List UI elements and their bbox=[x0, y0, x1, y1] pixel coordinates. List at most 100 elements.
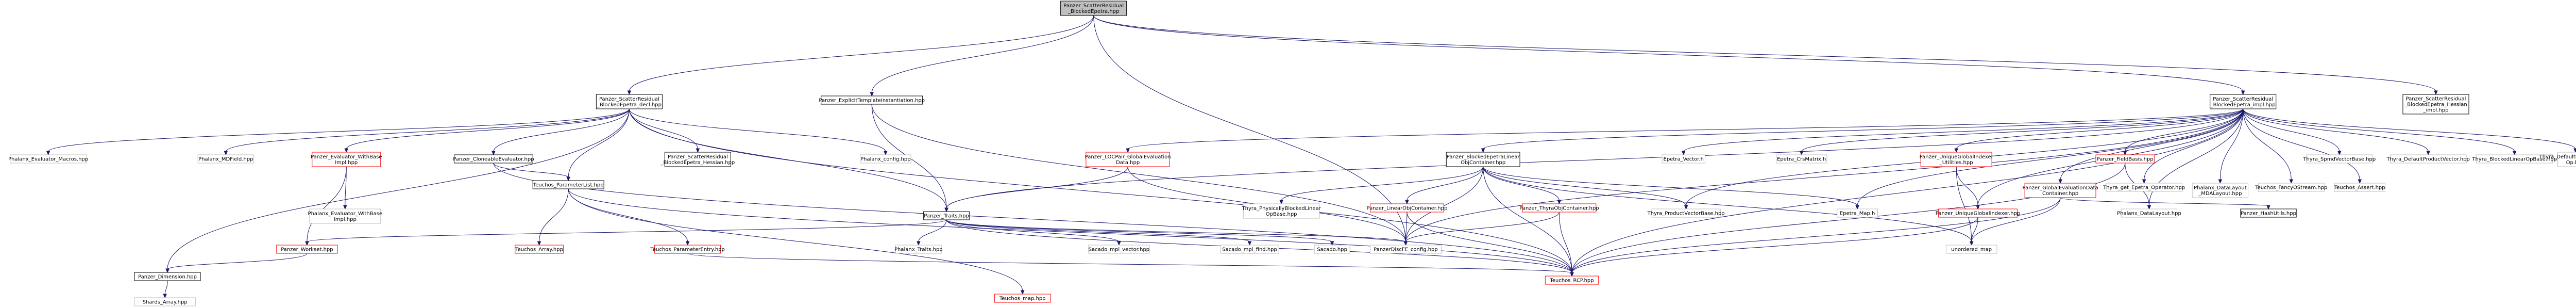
node-thyra-defaultprod[interactable]: Thyra_DefaultProductVector.hpp bbox=[2386, 154, 2470, 164]
edge-impl-to-epetra_vector bbox=[1683, 108, 2244, 152]
node-label: Panzer_ScatterResidual bbox=[2213, 96, 2273, 102]
edge-arrowhead bbox=[305, 241, 309, 246]
node-blocked-linobj[interactable]: Panzer_BlockedEpetraLinearObjContainer.h… bbox=[1446, 152, 1520, 167]
edge-arrowhead bbox=[2426, 151, 2430, 156]
node-label: Panzer_UniqueGlobalIndexer bbox=[1920, 154, 1994, 160]
node-label: Epetra_CrsMatrix.h bbox=[1777, 157, 1826, 163]
node-phx-datalayout[interactable]: Phalanx_DataLayout.hpp bbox=[2117, 208, 2181, 218]
node-decl[interactable]: Panzer_ScatterResidual_BlockedEpetra_dec… bbox=[596, 94, 663, 109]
node-sacado-mpl-vector[interactable]: Sacado_mpl_vector.hpp bbox=[1088, 245, 1150, 254]
node-thyra-productvb[interactable]: Thyra_ProductVectorBase.hpp bbox=[1647, 208, 1725, 218]
node-unique-utilities[interactable]: Panzer_UniqueGlobalIndexer_Utilities.hpp bbox=[1920, 152, 1994, 167]
node-shards-array[interactable]: Shards_Array.hpp bbox=[134, 297, 196, 306]
node-box bbox=[532, 180, 604, 189]
node-phx-macros[interactable]: Phalanx_Evaluator_Macros.hpp bbox=[8, 154, 88, 164]
node-teuchos-paramlist[interactable]: Teuchos_ParameterList.hpp bbox=[532, 180, 604, 189]
node-label: Panzer_BlockedEpetraLinear bbox=[1447, 154, 1520, 160]
node-label: Thyra_SpmdVectorBase.hpp bbox=[2302, 157, 2376, 163]
node-linearobj[interactable]: Panzer_LinearObjContainer.hpp bbox=[1367, 203, 1448, 213]
node-thyraobj[interactable]: Panzer_ThyraObjContainer.hpp bbox=[1519, 203, 1599, 213]
edge-arrowhead bbox=[1021, 290, 1025, 295]
node-teuchos-assert[interactable]: Teuchos_Assert.hpp bbox=[2334, 183, 2385, 192]
node-hashutils[interactable]: Panzer_HashUtils.hpp bbox=[2240, 208, 2297, 218]
edge-impl-to-panzer_traits bbox=[946, 108, 2244, 209]
node-cloneable[interactable]: Panzer_CloneableEvaluator.hpp bbox=[453, 154, 534, 164]
edge-impl-to-teuchos_assert bbox=[2243, 108, 2360, 181]
edge-blocked_linobj-to-thyraobj bbox=[1483, 166, 1560, 201]
edge-arrowhead bbox=[944, 207, 948, 213]
node-sacado[interactable]: Sacado.hpp bbox=[1314, 245, 1350, 254]
edge-arrowhead bbox=[1126, 148, 1130, 153]
node-teuchos-array[interactable]: Teuchos_Array.hpp bbox=[515, 245, 564, 254]
node-epetra-vector[interactable]: Epetra_Vector.h bbox=[1662, 154, 1706, 164]
node-teuchos-paramentry[interactable]: Teuchos_ParameterEntry.hpp bbox=[650, 245, 725, 254]
node-label: Panzer_ScatterResidual bbox=[599, 96, 659, 102]
edge-arrowhead bbox=[343, 205, 347, 210]
node-epetra-map[interactable]: Epetra_Map.h bbox=[1837, 208, 1878, 218]
node-label: Phalanx_MDField.hpp bbox=[198, 157, 253, 163]
node-label: Panzer_GlobalEvaluationData bbox=[2023, 185, 2098, 191]
edge-arrowhead bbox=[566, 176, 570, 182]
node-phx-mdfield[interactable]: Phalanx_MDField.hpp bbox=[197, 154, 254, 164]
edge-impl-to-phx_datalayout_mda bbox=[2219, 108, 2244, 181]
node-label: ObjContainer.hpp bbox=[1461, 160, 1505, 166]
edge-arrowhead bbox=[2512, 151, 2517, 156]
node-decl-hessian[interactable]: Panzer_ScatterResidual_BlockedEpetra_Hes… bbox=[660, 152, 735, 167]
node-box bbox=[1776, 154, 1827, 164]
edge-arrowhead bbox=[2266, 205, 2270, 210]
edge-impl-to-panzer_config bbox=[1405, 108, 2244, 243]
edge-linearobj-to-teuchos_rcp bbox=[1406, 212, 1572, 273]
node-label: Panzer_HashUtils.hpp bbox=[2241, 211, 2296, 217]
node-label: Phalanx_config.hpp bbox=[860, 157, 910, 163]
node-box bbox=[2557, 152, 2576, 167]
node-label: Panzer_ScatterResidual bbox=[668, 154, 728, 160]
edge-thyraobj-to-teuchos_rcp bbox=[1558, 212, 1572, 273]
node-label: _BlockedEpetra_Hessian bbox=[2404, 102, 2467, 108]
node-phx-config[interactable]: Phalanx_config.hpp bbox=[860, 154, 911, 164]
edge-arrowhead bbox=[537, 241, 541, 246]
node-root[interactable]: Panzer_ScatterResidual_BlockedEpetra.hpp bbox=[1060, 1, 1127, 16]
node-teuchos-rcp[interactable]: Teuchos_RCP.hpp bbox=[1545, 276, 1599, 285]
node-hessian-impl[interactable]: Panzer_ScatterResidual_BlockedEpetra_Hes… bbox=[2402, 94, 2469, 115]
node-sacado-mpl-find[interactable]: Sacado_mpl_find.hpp bbox=[1220, 245, 1279, 254]
edge-arrowhead bbox=[627, 90, 632, 95]
node-workset[interactable]: Panzer_Workset.hpp bbox=[276, 245, 338, 254]
node-thyra-blockedlinop[interactable]: Thyra_BlockedLinearOpBase.hpp bbox=[2471, 154, 2557, 164]
edge-arrowhead bbox=[2147, 205, 2151, 210]
node-thyra-defaultblocked[interactable]: Thyra_DefaultBlockedLinearOp.hpp bbox=[2539, 152, 2576, 167]
node-thyra-get-epetra[interactable]: Thyra_get_Epetra_Operator.hpp bbox=[2103, 183, 2185, 192]
node-teuchos-fancy[interactable]: Teuchos_FancyOStream.hpp bbox=[2255, 183, 2327, 192]
node-thyra-spmd[interactable]: Thyra_SpmdVectorBase.hpp bbox=[2302, 154, 2376, 164]
node-epetra-crsmatrix[interactable]: Epetra_CrsMatrix.h bbox=[1776, 154, 1827, 164]
node-phx-traits[interactable]: Phalanx_Traits.hpp bbox=[894, 245, 943, 254]
node-phx-datalayout-mda[interactable]: Phalanx_DataLayout_MDALayout.hpp bbox=[2192, 183, 2249, 198]
node-impl[interactable]: Panzer_ScatterResidual_BlockedEpetra_imp… bbox=[2210, 94, 2277, 109]
node-box bbox=[2210, 94, 2277, 109]
node-panzer-dimension[interactable]: Panzer_Dimension.hpp bbox=[134, 272, 201, 281]
node-box bbox=[1651, 208, 1721, 218]
node-fieldbasis[interactable]: Panzer_FieldBasis.hpp bbox=[2095, 154, 2155, 164]
edge-panzer_traits-to-panzer_config bbox=[946, 219, 1406, 243]
edge-unique_utilities-to-unordered_map bbox=[1956, 166, 1972, 243]
node-box bbox=[2476, 154, 2553, 164]
node-unordered-map[interactable]: unordered_map bbox=[1945, 245, 1997, 254]
node-explicit[interactable]: Panzer_ExplicitTemplateInstantiation.hpp bbox=[819, 95, 925, 105]
node-lofpair[interactable]: Panzer_LOCPair_GlobalEvaluationData.hpp bbox=[1085, 152, 1171, 167]
edge-arrowhead bbox=[1684, 205, 1688, 210]
node-panzer-traits[interactable]: Panzer_Traits.hpp bbox=[923, 211, 970, 220]
edge-arrowhead bbox=[1969, 241, 1974, 246]
node-label: Data.hpp bbox=[1116, 160, 1140, 166]
node-box bbox=[2258, 183, 2325, 192]
edge-arrowhead bbox=[46, 151, 50, 156]
edge-arrowhead bbox=[1855, 205, 1859, 210]
node-box bbox=[1545, 276, 1599, 285]
edge-impl-to-thyra_defaultprod bbox=[2243, 108, 2429, 152]
node-panzer-config[interactable]: PanzerDiscFE_config.hpp bbox=[1370, 245, 1442, 254]
node-unique-indexer[interactable]: Panzer_UniqueGlobalIndexer.hpp bbox=[1936, 208, 2021, 218]
node-label: _BlockedEpetra_decl.hpp bbox=[597, 102, 662, 108]
node-teuchos-map[interactable]: Teuchos_map.hpp bbox=[994, 294, 1051, 303]
